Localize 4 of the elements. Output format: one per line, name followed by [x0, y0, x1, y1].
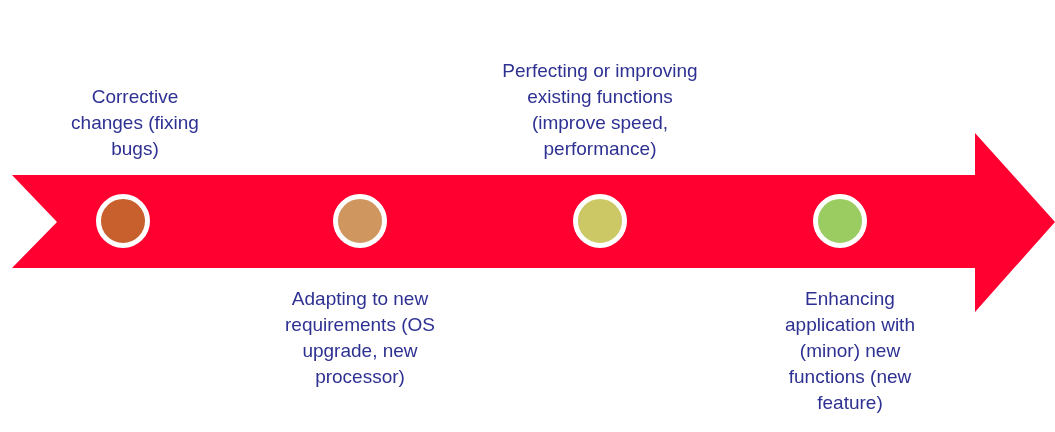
- milestone-caption: Enhancing application with (minor) new functions (new feature): [784, 287, 916, 415]
- milestone-caption: Perfecting or improving existing functions (improve speed, performance): [501, 59, 699, 161]
- milestone-caption: Corrective changes (fixing bugs): [70, 85, 200, 161]
- milestone-caption: Adapting to new requirements (OS upgrade, new processor): [284, 287, 436, 389]
